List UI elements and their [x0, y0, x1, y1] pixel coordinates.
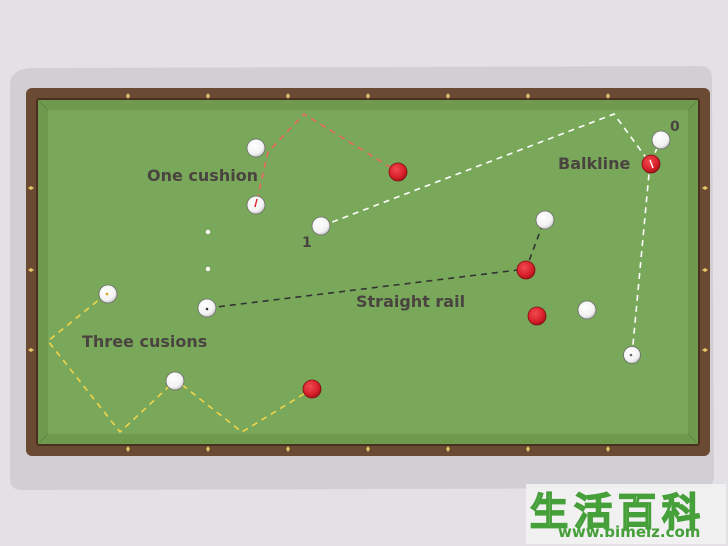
rail-diamonds	[28, 93, 708, 452]
billiard-ball-icon	[577, 300, 597, 320]
rail-diamond-icon	[286, 93, 290, 99]
rail-diamond-icon	[446, 446, 450, 452]
table-cloth	[48, 110, 688, 434]
cue-mark	[254, 198, 258, 208]
cushion-bevels	[37, 99, 699, 445]
rail-diamonds-left	[28, 186, 34, 352]
rail-diamond-icon	[206, 93, 210, 99]
cue-dot	[629, 353, 633, 357]
rail-diamond-icon	[366, 446, 370, 452]
billiard-ball-icon	[535, 210, 555, 230]
rail-diamonds-bottom	[126, 446, 610, 452]
rail-diamond-icon	[28, 348, 34, 352]
label-balkline: Balkline	[558, 154, 630, 173]
watermark-url: www.bimeiz.com	[558, 523, 700, 541]
rail-diamonds-right	[702, 186, 708, 352]
billiard-ball-icon	[246, 138, 266, 158]
rail-diamond-icon	[286, 446, 290, 452]
billiard-ball-icon	[651, 130, 671, 150]
rail-diamond-icon	[702, 348, 708, 352]
label-one-cushion: One cushion	[147, 166, 258, 185]
cue-dot	[205, 307, 209, 311]
balls	[98, 130, 671, 399]
rail-diamond-icon	[526, 93, 530, 99]
balkline-path	[321, 113, 651, 356]
rail-diamonds-top	[126, 93, 610, 99]
cue-dot	[105, 292, 109, 296]
three-cushion-path	[46, 293, 313, 434]
rail-diamond-icon	[126, 93, 130, 99]
watermark-backdrop	[526, 484, 726, 544]
label-three-cushions: Three cusions	[82, 332, 207, 351]
one-cushion-path	[256, 112, 399, 201]
rail-diamond-icon	[366, 93, 370, 99]
billiard-ball-icon	[388, 162, 408, 182]
label-number-zero: 0	[670, 119, 680, 135]
rail-diamond-icon	[526, 446, 530, 452]
billiard-ball-icon	[165, 371, 185, 391]
billiard-ball-icon	[311, 216, 331, 236]
rail-diamond-icon	[702, 186, 708, 190]
rail-diamond-icon	[206, 446, 210, 452]
label-number-one: 1	[302, 235, 312, 251]
rail-diamond-icon	[126, 446, 130, 452]
rail-diamond-icon	[702, 268, 708, 272]
rail-diamond-icon	[606, 93, 610, 99]
rail-diamond-icon	[446, 93, 450, 99]
rail-diamond-icon	[28, 268, 34, 272]
watermark: 生活百科 www.bimeiz.com	[526, 484, 726, 544]
label-straight-rail: Straight rail	[356, 292, 465, 311]
spot-marker	[205, 266, 211, 272]
spot-marker	[205, 229, 211, 235]
billiard-ball-icon	[516, 260, 536, 280]
watermark-chinese: 生活百科	[530, 490, 706, 534]
cue-mark	[649, 159, 654, 169]
rail-diamond-icon	[606, 446, 610, 452]
rail-diamond-icon	[28, 186, 34, 190]
billiard-ball-icon	[302, 379, 322, 399]
billiard-ball-icon	[527, 306, 547, 326]
